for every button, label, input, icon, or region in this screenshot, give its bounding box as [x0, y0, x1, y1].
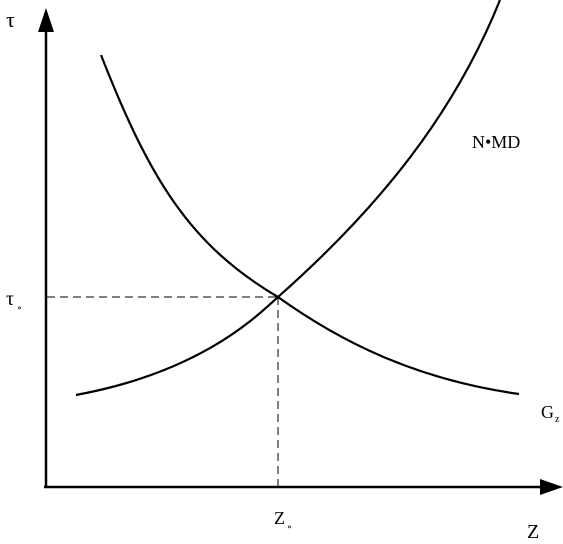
falling-curve-label: G z — [541, 402, 560, 425]
tau-equilibrium-sub: ∘ — [17, 303, 22, 314]
x-axis-arrow-icon — [540, 479, 563, 495]
x-axis — [44, 479, 563, 495]
z-equilibrium-main: Z — [274, 508, 285, 528]
rising-curve-label: N•MD — [472, 132, 520, 152]
falling-curve-label-main: G — [541, 402, 554, 422]
z-equilibrium-label: Z ∘ — [274, 508, 292, 533]
x-axis-label: Z — [527, 521, 539, 543]
z-equilibrium-sub: ∘ — [287, 522, 292, 533]
tau-equilibrium-main: τ — [6, 288, 14, 310]
falling-curve-label-sub: z — [555, 414, 560, 425]
y-axis — [38, 8, 54, 487]
y-axis-arrow-icon — [38, 8, 54, 32]
falling-curve — [99, 54, 520, 396]
y-axis-label: τ — [6, 7, 15, 32]
tau-equilibrium-label: τ ∘ — [6, 288, 22, 314]
rising-curve — [75, 0, 502, 397]
